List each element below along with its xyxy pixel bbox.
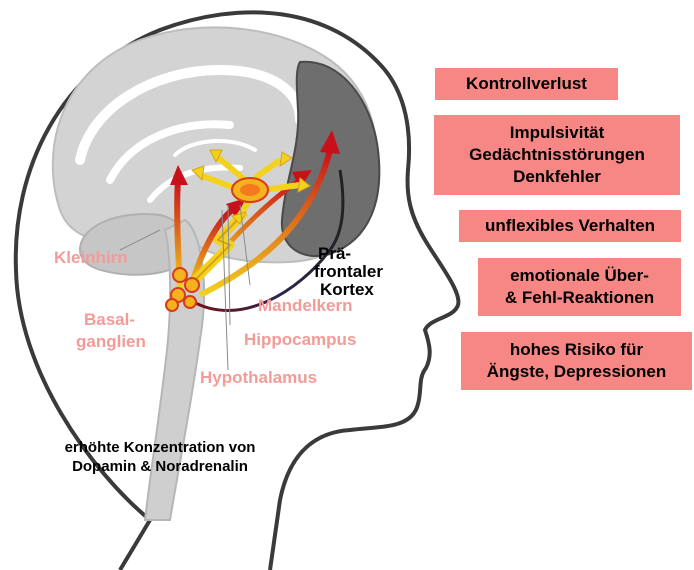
- effect-text: Ängste, Depressionen: [486, 362, 667, 381]
- effect-text: Gedächtnisstörungen: [469, 145, 645, 164]
- caption-line-1: erhöhte Konzentration von: [64, 439, 256, 456]
- effect-box-angst-depression: hohes Risiko für Ängste, Depressionen: [461, 332, 692, 390]
- effect-text: Denkfehler: [513, 167, 601, 186]
- effect-text: unflexibles Verhalten: [484, 216, 656, 235]
- label-hippocampus: Hippocampus: [244, 330, 357, 349]
- label-praefrontaler-kortex-3: Kortex: [320, 280, 374, 299]
- effect-box-kontrollverlust: Kontrollverlust: [435, 68, 618, 100]
- effect-text: hohes Risiko für: [509, 340, 644, 359]
- effect-text: & Fehl-Reaktionen: [504, 288, 655, 307]
- arc-to-cortex: [189, 169, 345, 312]
- head-outline: [13, 10, 461, 570]
- label-praefrontaler-kortex-2: frontaler: [314, 262, 383, 281]
- effect-box-impulsivitaet: Impulsivität Gedächtnisstörungen Denkfeh…: [434, 115, 680, 195]
- label-praefrontaler-kortex-1: Prä-: [318, 244, 352, 263]
- effect-text: Impulsivität: [509, 123, 605, 142]
- label-hypothalamus: Hypothalamus: [200, 368, 318, 387]
- effect-text: Kontrollverlust: [466, 74, 587, 93]
- basal-ganglia-cluster: [165, 267, 200, 312]
- effect-box-unflexibles-verhalten: unflexibles Verhalten: [459, 210, 681, 242]
- label-kleinhirn: Kleinhirn: [54, 248, 128, 267]
- arrow-red-long: [198, 149, 333, 298]
- caption: erhöhte Konzentration von Dopamin & Nora…: [40, 438, 280, 476]
- label-basalganglien-2: ganglien: [76, 332, 146, 351]
- label-mandelkern: Mandelkern: [258, 296, 353, 315]
- label-basalganglien-1: Basal-: [84, 310, 136, 329]
- effect-text: emotionale Über-: [510, 266, 649, 285]
- caption-line-2: Dopamin & Noradrenalin: [72, 458, 248, 475]
- effect-box-emotionale-reaktionen: emotionale Über- & Fehl-Reaktionen: [478, 258, 681, 316]
